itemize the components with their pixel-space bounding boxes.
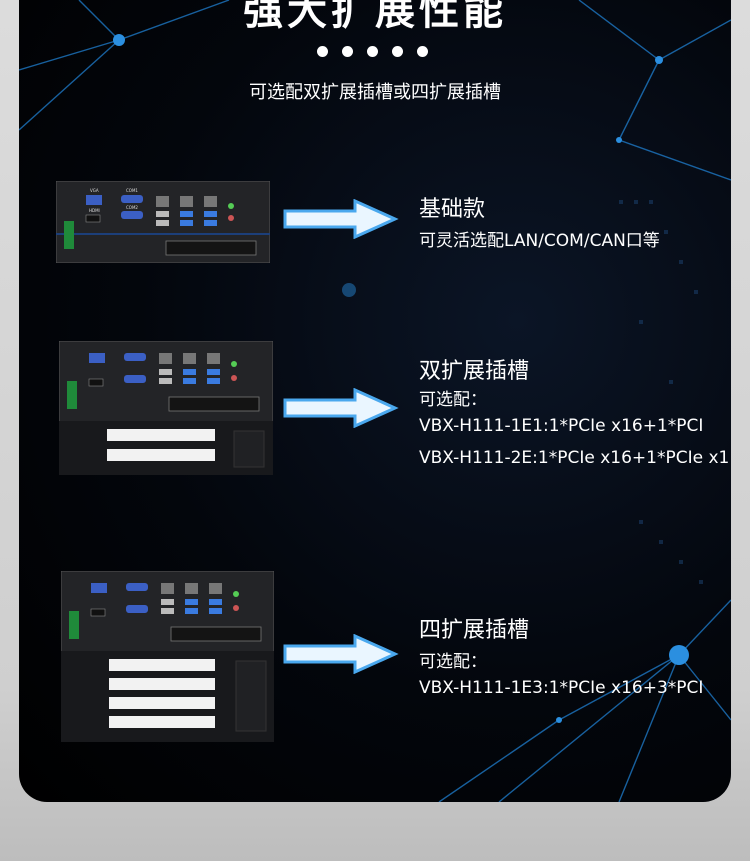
com1-label: COM1 <box>126 188 138 193</box>
option-quad-line: VBX-H111-1E3:1*PCIe x16+3*PCI <box>419 678 704 698</box>
device-basic-image: VGA HDMI COM1 COM2 <box>56 181 270 263</box>
device-dual-expansion-image <box>59 341 273 475</box>
dot <box>317 46 328 57</box>
feature-panel: 强大扩展性能 可选配双扩展插槽或四扩展插槽 VGA HDMI COM1 COM2 <box>19 0 731 802</box>
option-dual-heading: 双扩展插槽 <box>419 359 530 384</box>
hdmi-label: HDMI <box>89 208 100 213</box>
option-quad-line: 可选配： <box>419 652 487 672</box>
network-background <box>19 0 731 802</box>
option-basic-line: 可灵活选配LAN/COM/CAN口等 <box>419 231 660 251</box>
dot <box>417 46 428 57</box>
option-dual-line: VBX-H111-1E1:1*PCIe x16+1*PCI <box>419 416 704 436</box>
com2-label: COM2 <box>126 205 138 210</box>
pagination-dots <box>317 46 428 58</box>
arrow-right-icon <box>283 634 399 674</box>
option-basic-heading: 基础款 <box>419 197 486 222</box>
option-dual-line: VBX-H111-2E:1*PCIe x16+1*PCIe x1 <box>419 448 730 468</box>
arrow-right-icon <box>283 199 399 239</box>
section-title: 强大扩展性能 <box>243 0 507 34</box>
dot <box>342 46 353 57</box>
section-subtitle: 可选配双扩展插槽或四扩展插槽 <box>249 82 501 103</box>
dot <box>367 46 378 57</box>
vga-label: VGA <box>90 188 99 193</box>
option-quad-heading: 四扩展插槽 <box>419 618 530 643</box>
arrow-right-icon <box>283 388 399 428</box>
dot <box>392 46 403 57</box>
device-quad-expansion-image <box>61 571 274 742</box>
option-dual-line: 可选配： <box>419 390 487 410</box>
